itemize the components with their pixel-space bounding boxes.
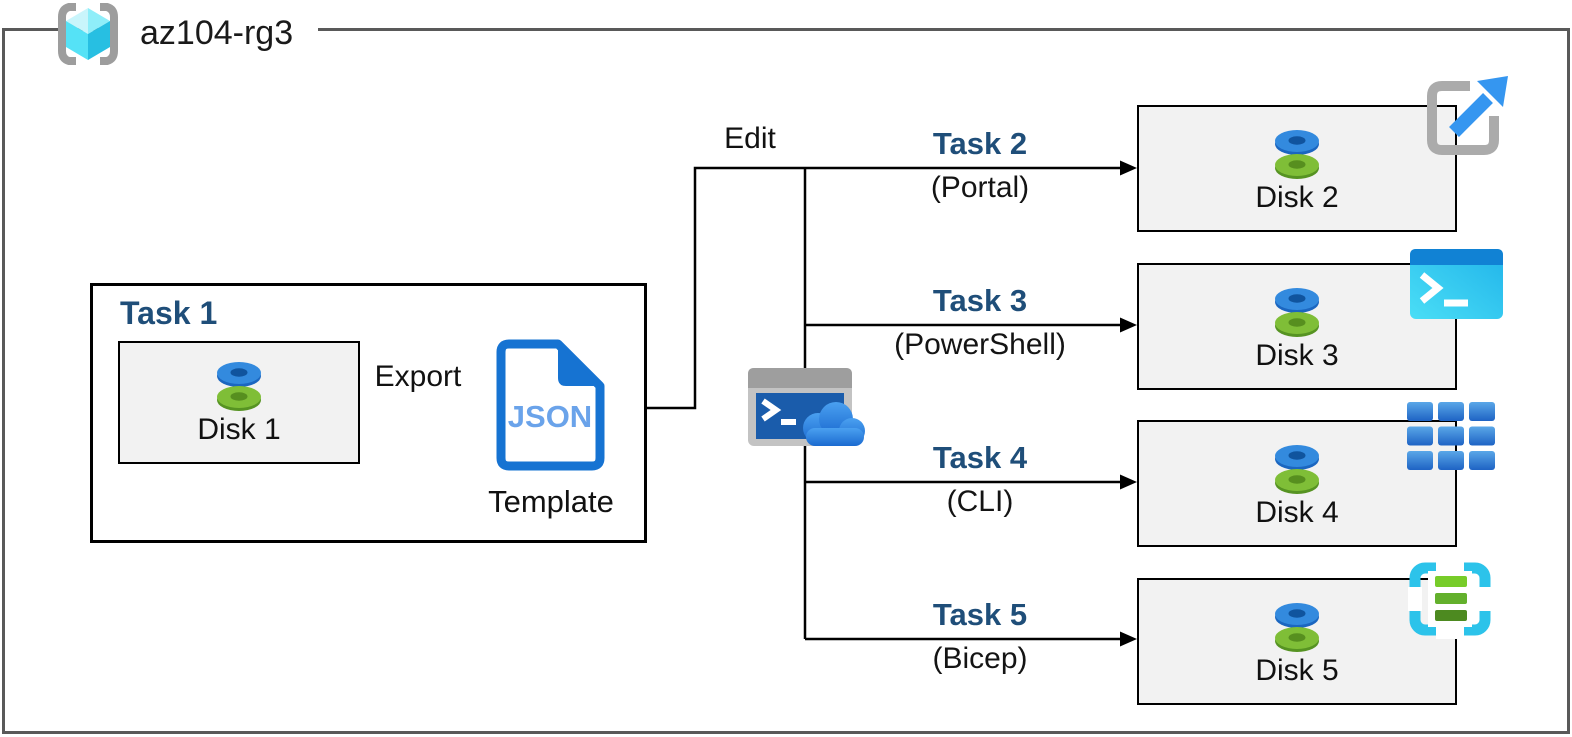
export-label: Export [374,360,462,393]
managed-disk-icon [1275,130,1319,179]
disk2-box: Disk 2 [1137,105,1457,232]
resource-group-border [2,28,1570,734]
managed-disk-icon [1275,603,1319,652]
task2-method: (Portal) [930,171,1030,204]
template-caption: Template [488,484,614,519]
disk1-label: Disk 1 [197,412,281,446]
task3-method: (PowerShell) [894,328,1066,361]
disk2-label: Disk 2 [1255,181,1339,214]
task4-label: Task 4 [932,440,1028,475]
disk4-box: Disk 4 [1137,420,1457,547]
task5-label: Task 5 [932,597,1028,632]
json-document-icon: JSON [496,339,605,471]
task3-label: Task 3 [932,283,1028,318]
disk1-box: Disk 1 [118,341,360,464]
edit-label: Edit [724,122,776,155]
resource-group-name: az104-rg3 [140,14,294,52]
svg-text:JSON: JSON [508,399,592,434]
disk5-label: Disk 5 [1255,654,1339,687]
disk3-box: Disk 3 [1137,263,1457,390]
managed-disk-icon [1275,445,1319,494]
disk3-label: Disk 3 [1255,339,1339,372]
disk5-box: Disk 5 [1137,578,1457,705]
task2-label: Task 2 [932,126,1028,161]
task1-title: Task 1 [120,295,218,331]
disk4-label: Disk 4 [1255,496,1339,529]
azure-resource-group-icon [58,3,118,65]
managed-disk-icon [1275,288,1319,337]
managed-disk-icon [217,361,261,411]
task4-method: (CLI) [946,485,1014,518]
resource-group-header-background [118,22,318,40]
task5-method: (Bicep) [932,642,1028,675]
